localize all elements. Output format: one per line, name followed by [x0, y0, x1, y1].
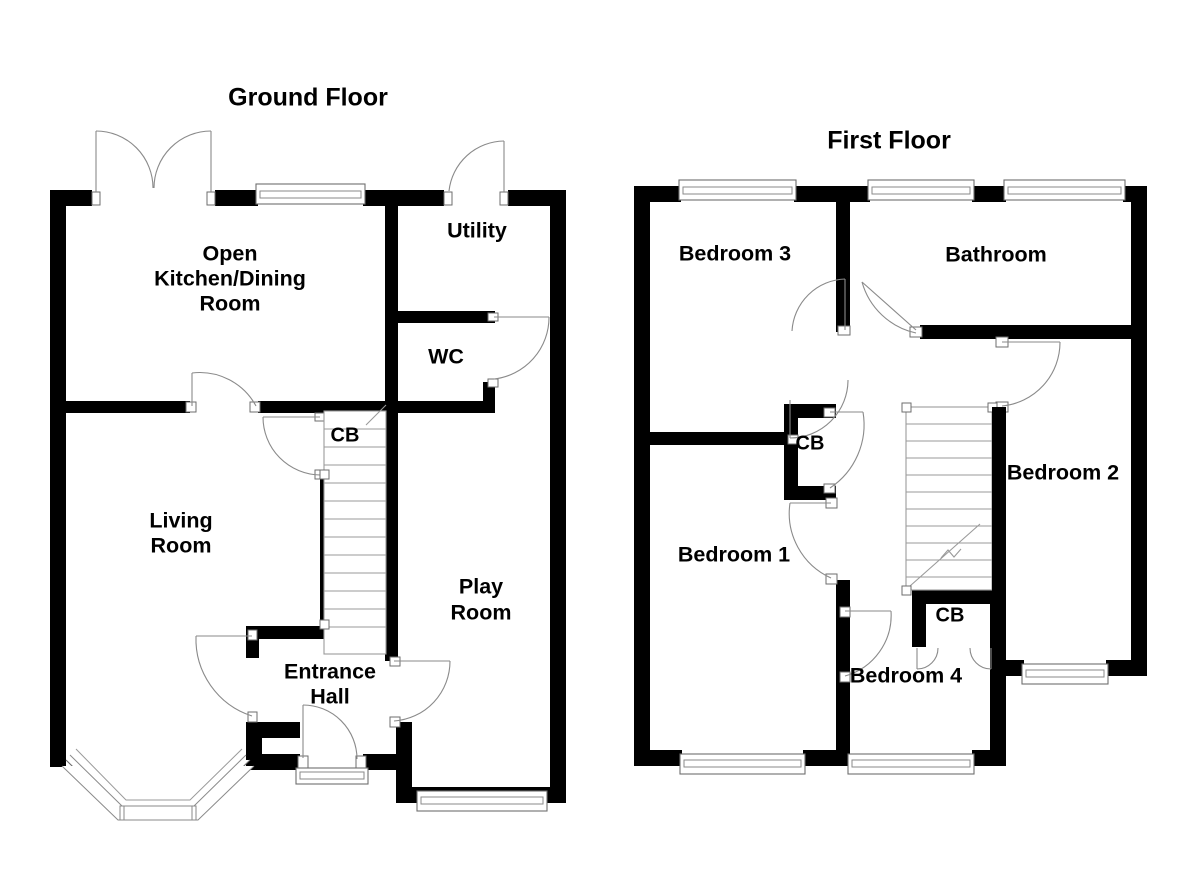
room-label-play-room-line2: Room — [451, 601, 512, 625]
first-floor-staircase — [901, 402, 1006, 596]
room-label-cupboard-landing: CB — [796, 432, 825, 454]
ground-floor-walls — [50, 190, 566, 803]
room-label-wc: WC — [428, 345, 464, 369]
ground-staircase — [319, 404, 387, 655]
room-label-cupboard-ground: CB — [331, 424, 360, 446]
room-label-entrance-hall-line1: Entrance — [284, 660, 376, 684]
room-label-living-room-line1: Living — [149, 509, 212, 533]
hall-living-doorway — [195, 629, 258, 723]
room-label-open-kitchen-dining-line3: Room — [200, 292, 261, 316]
room-label-utility: Utility — [447, 219, 507, 243]
first-floor-top-windows — [678, 179, 1126, 201]
hall-playroom-doorway — [389, 656, 451, 728]
utility-door — [443, 140, 509, 206]
first-floor-bottom-windows — [679, 753, 975, 775]
cupboard-door-landing — [823, 407, 865, 494]
room-label-bedroom-4: Bedroom 4 — [850, 664, 962, 688]
front-door — [295, 704, 369, 785]
bedroom1-door — [788, 497, 838, 585]
room-label-open-kitchen-dining-line1: Open — [203, 242, 258, 266]
room-label-cupboard-bedroom4: CB — [936, 604, 965, 626]
cupboard-door-ground — [262, 412, 326, 480]
bedroom3-door — [787, 278, 851, 445]
first-floor-walls — [634, 186, 1147, 766]
room-label-living-room-line2: Room — [151, 534, 212, 558]
living-room-bay-window — [50, 722, 262, 821]
kitchen-window — [255, 183, 366, 205]
first-floor-group: First Floor — [634, 127, 1147, 775]
ground-floor-labels: Open Kitchen/Dining Room Utility WC CB L… — [149, 219, 511, 709]
ground-floor-group: Ground Floor — [50, 84, 566, 821]
cupboard-doors-bedroom4 — [916, 647, 992, 670]
kitchen-french-doors — [91, 130, 216, 206]
room-label-bedroom-1: Bedroom 1 — [678, 543, 790, 567]
first-floor-title: First Floor — [827, 127, 951, 155]
playroom-window — [416, 790, 548, 812]
kitchen-living-doorway — [185, 371, 261, 413]
room-label-bathroom: Bathroom — [945, 243, 1047, 267]
room-label-open-kitchen-dining-line2: Kitchen/Dining — [154, 267, 306, 291]
ground-floor-title: Ground Floor — [228, 84, 388, 112]
bedroom2-window — [1021, 663, 1109, 685]
room-label-bedroom-3: Bedroom 3 — [679, 242, 791, 266]
room-label-play-room-line1: Play — [459, 575, 503, 599]
room-label-entrance-hall-line2: Hall — [310, 685, 349, 709]
bathroom-door — [861, 281, 923, 338]
room-label-bedroom-2: Bedroom 2 — [1007, 461, 1119, 485]
bedroom2-door — [995, 336, 1061, 413]
first-floor-labels: Bedroom 3 Bathroom CB Bedroom 2 Bedroom … — [678, 242, 1119, 688]
wc-door — [487, 312, 550, 388]
landing-swing-left — [789, 379, 849, 439]
bedroom4-door — [839, 606, 892, 683]
